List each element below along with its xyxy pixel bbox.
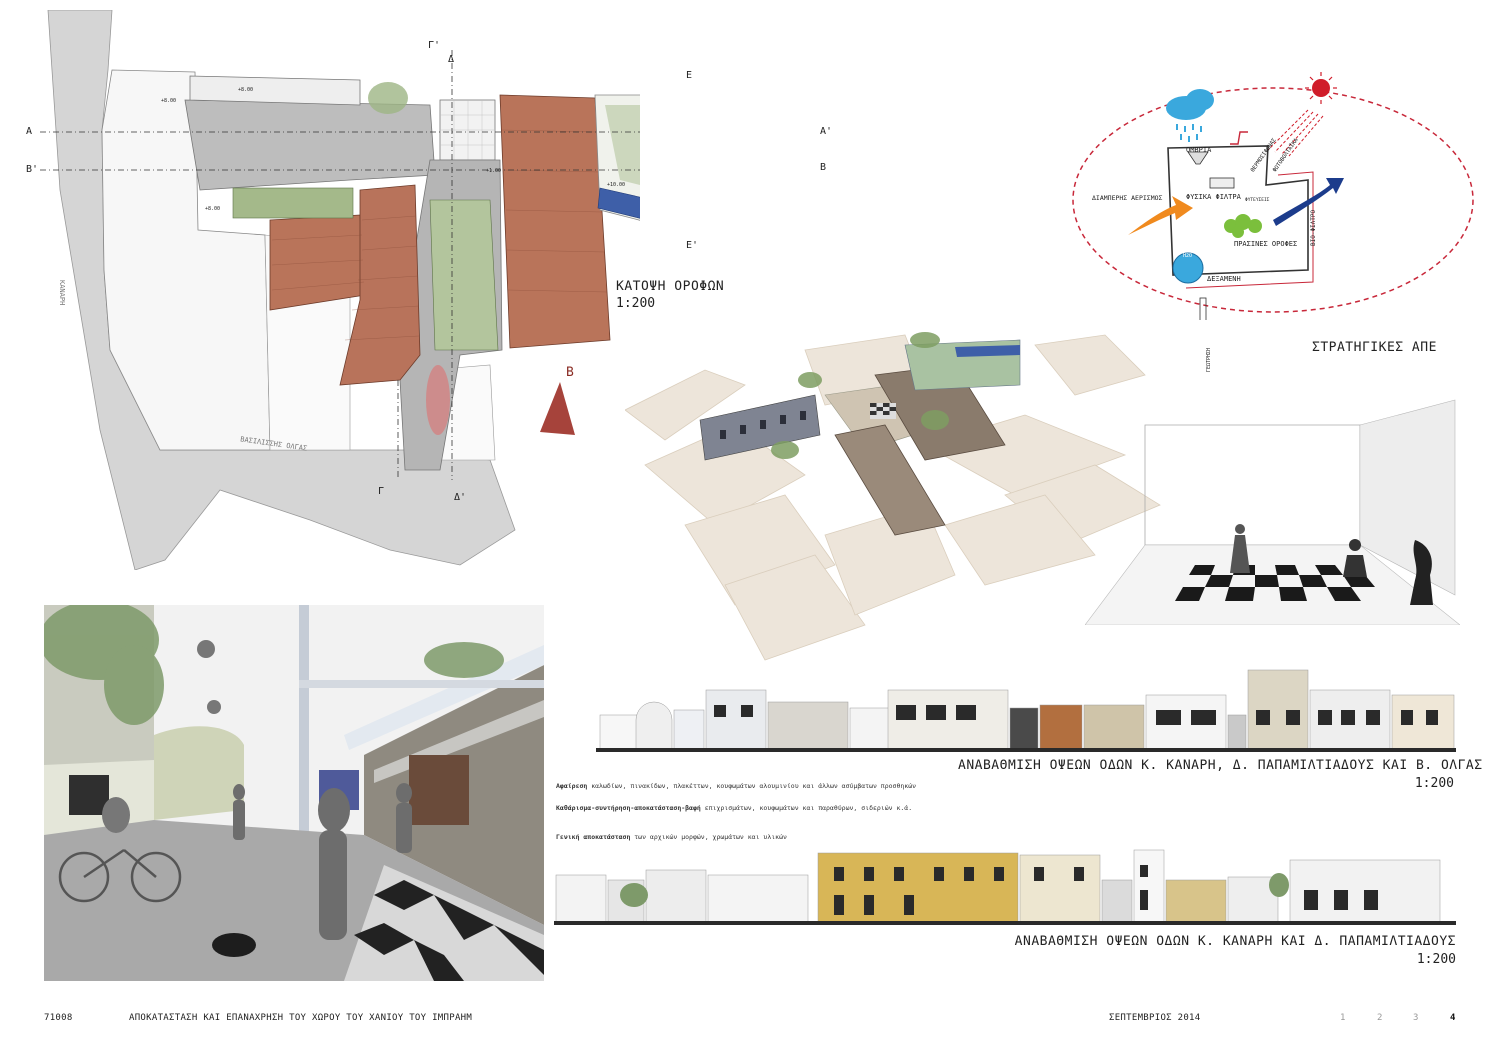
res-strategy-diagram	[1072, 72, 1474, 320]
section-mark-a: Α	[26, 126, 33, 137]
page-link-4[interactable]: 4	[1450, 1013, 1456, 1023]
note-2: Καθάρισμα-συντήρηση-αποκατάσταση-βαφή επ…	[556, 804, 913, 812]
footer-code: 71008	[44, 1013, 73, 1023]
label-well: ΓΕΩΤΡΗΣΗ	[1206, 347, 1212, 372]
level-mark: +8.00	[205, 206, 221, 212]
label-ventilation: ΔΙΑΜΠΕΡΗΣ ΑΕΡΙΣΜΟΣ	[1092, 194, 1163, 202]
label-filters: ΦΥΣΙΚΑ ΦΙΛΤΡΑ	[1186, 193, 1241, 201]
plan-title: ΚΑΤΟΨΗ ΟΡΟΦΩΝ	[616, 279, 725, 294]
ventilation-arrow-icon	[1128, 196, 1193, 235]
green-roof-icon	[1224, 214, 1262, 238]
elevation2-scale: 1:200	[1416, 952, 1456, 967]
section-mark-d-prime: Δ'	[454, 492, 467, 503]
funnel-icon	[1187, 151, 1209, 165]
label-h2o: H2O	[1183, 253, 1193, 259]
well-pipe	[1199, 297, 1207, 320]
ground-line	[554, 921, 1456, 925]
elevation-strip-2	[554, 849, 1456, 925]
section-mark-g-prime: Γ'	[428, 40, 441, 51]
plan-scale: 1:200	[616, 296, 656, 311]
chessboard-floor	[1175, 565, 1375, 601]
sun-icon	[1305, 72, 1337, 104]
section-mark-e: Ε	[686, 70, 693, 81]
level-mark: +10.00	[607, 182, 626, 188]
filter-box	[1209, 177, 1235, 189]
north-arrow-icon	[540, 382, 575, 435]
label-tank: ΔΕΞΑΜΕΝΗ	[1207, 275, 1241, 283]
chess-square-sketch	[1085, 399, 1460, 625]
balloon-icon	[207, 700, 221, 714]
pedestrian-figure	[233, 783, 412, 940]
level-mark: +8.00	[238, 87, 254, 93]
elevation1-title: ΑΝΑΒΑΘΜΙΣΗ ΟΨΕΩΝ ΟΔΩΝ Κ. ΚΑΝΑΡΗ, Δ. ΠΑΠΑ…	[958, 758, 1483, 773]
chess-pawn-icon	[1343, 539, 1367, 577]
hot-water-line	[1185, 171, 1314, 289]
green-roof	[605, 105, 640, 185]
page-link-3[interactable]: 3	[1413, 1013, 1419, 1023]
ground-line	[596, 748, 1456, 752]
model-roof	[834, 424, 946, 536]
diagram-title: ΣΤΡΑΤΗΓΙΚΕΣ ΑΠΕ	[1312, 340, 1437, 355]
section-mark-d: Δ	[448, 54, 455, 65]
hanging-vegetation	[44, 605, 504, 725]
dog-figure	[212, 933, 256, 957]
elevation2-title: ΑΝΑΒΑΘΜΙΣΗ ΟΨΕΩΝ ΟΔΩΝ Κ. ΚΑΝΑΡΗ ΚΑΙ Δ. Π…	[1014, 934, 1456, 949]
green-roof	[429, 199, 499, 351]
level-mark: +8.00	[161, 98, 177, 104]
footer-date: ΣΕΠΤΕΜΒΡΙΟΣ 2014	[1109, 1013, 1201, 1023]
chess-figure-icon	[1230, 524, 1250, 573]
checkered-paving	[344, 865, 544, 981]
chess-knight-icon	[1410, 540, 1433, 605]
section-mark-b: Β	[820, 162, 827, 173]
section-mark-a-prime: Α'	[820, 126, 833, 137]
level-mark: +1.00	[486, 168, 502, 174]
label-plants: ΦΥΤΕΥΣΕΙΣ	[1245, 198, 1270, 203]
section-mark-g: Γ	[378, 486, 385, 497]
axonometric-model	[625, 332, 1161, 661]
water-tank-icon	[1172, 252, 1204, 284]
label-biofilter: ΒΙΟ-ΦΙΛΤΡΟ	[1310, 209, 1317, 246]
label-rain: ΟΜΒΡΙΑ	[1186, 146, 1212, 154]
page-link-2[interactable]: 2	[1377, 1013, 1383, 1023]
balloon-icon	[197, 640, 215, 658]
section-mark-e-prime: Ε'	[686, 240, 699, 251]
courtyard-paving	[184, 99, 436, 191]
elevation-strip-1	[596, 669, 1456, 752]
footer-project-title: ΑΠΟΚΑΤΑΣΤΑΣΗ ΚΑΙ ΕΠΑΝΑΧΡΗΣΗ ΤΟΥ ΧΩΡΟΥ ΤΟ…	[129, 1013, 473, 1023]
street-perspective-render	[44, 605, 544, 981]
roof-plan-drawing	[40, 10, 640, 570]
render-shopfront	[69, 775, 109, 815]
tree	[368, 82, 408, 114]
north-label: Β	[566, 365, 574, 380]
street-label-kanari: ΚΑΝΑΡΗ	[58, 280, 66, 306]
water-piping	[1167, 145, 1309, 276]
render-building	[154, 726, 244, 820]
render-shopfront	[409, 755, 469, 825]
note-1: Αφαίρεση καλωδίων, πινακίδων, πλακέττων,…	[556, 782, 917, 790]
hot-water-line	[1230, 131, 1248, 145]
pergola-post	[299, 605, 309, 905]
elevation1-scale: 1:200	[1414, 776, 1454, 791]
page-link-1[interactable]: 1	[1340, 1013, 1346, 1023]
system-boundary	[1072, 87, 1474, 313]
exhaust-arrow-icon	[1273, 178, 1344, 226]
tiled-roof	[499, 94, 611, 349]
red-tree	[426, 365, 450, 435]
solar-panels	[597, 187, 640, 219]
section-mark-b-prime: Β'	[26, 164, 39, 175]
terrace	[189, 75, 361, 106]
label-green-roofs: ΠΡΑΣΙΝΕΣ ΟΡΟΦΕΣ	[1234, 240, 1298, 248]
rain-cloud-icon	[1166, 89, 1214, 142]
model-solar-panel	[955, 345, 1020, 357]
pergola-beam	[299, 680, 544, 688]
cyclist-figure	[58, 797, 182, 903]
note-3: Γενική αποκατάσταση των αρχικών μορφών, …	[556, 833, 787, 841]
model-chessboard	[870, 403, 896, 419]
green-roof	[232, 187, 354, 219]
